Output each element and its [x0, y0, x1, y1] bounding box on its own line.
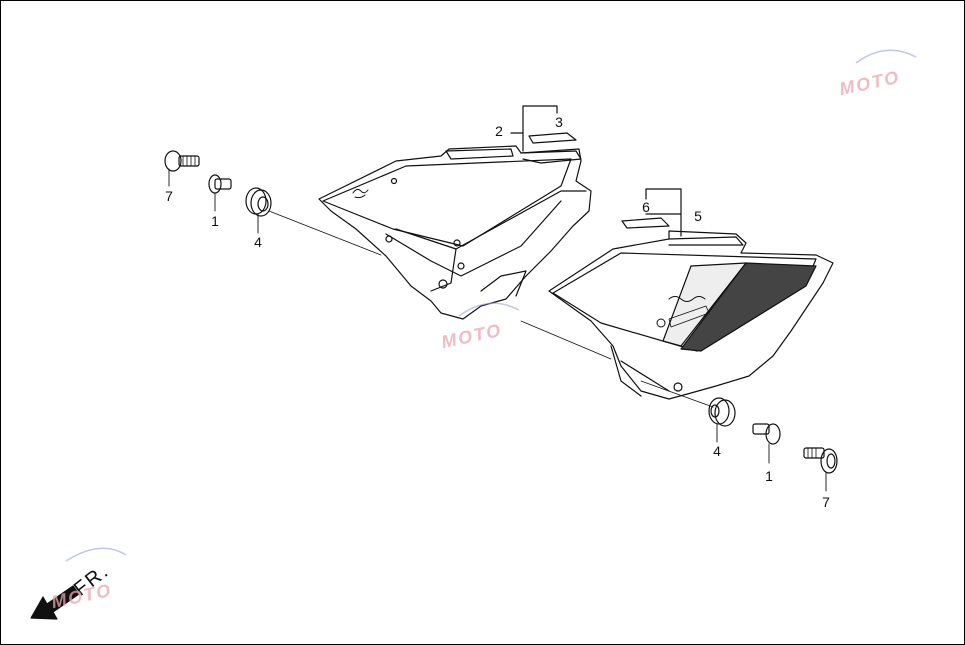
callout-right-bolt: 7	[822, 494, 830, 510]
callout-right-cover: 5	[694, 208, 702, 224]
left-emblem	[528, 132, 577, 144]
callout-left-grommet: 4	[254, 234, 262, 250]
left-alignment-line	[268, 210, 382, 256]
right-emblem	[621, 217, 670, 229]
right-bolt	[803, 447, 838, 474]
right-grommet	[708, 397, 736, 427]
left-collar	[208, 174, 232, 194]
callout-right-grommet: 4	[713, 443, 721, 459]
front-arrow	[30, 585, 80, 620]
right-alignment-line	[520, 320, 612, 360]
callout-right-collar: 1	[765, 468, 773, 484]
right-collar	[752, 423, 781, 445]
bracket-5-6	[645, 188, 682, 237]
left-side-cover	[318, 145, 592, 320]
callout-right-emblem: 6	[642, 199, 650, 215]
right-side-cover	[548, 230, 834, 400]
callout-left-bolt: 7	[165, 188, 173, 204]
callout-left-cover: 2	[495, 123, 503, 139]
callout-left-emblem: 3	[555, 114, 563, 130]
left-bolt	[164, 150, 200, 172]
callout-left-collar: 1	[211, 213, 219, 229]
left-grommet	[245, 187, 272, 217]
bracket-2-3	[510, 105, 558, 152]
